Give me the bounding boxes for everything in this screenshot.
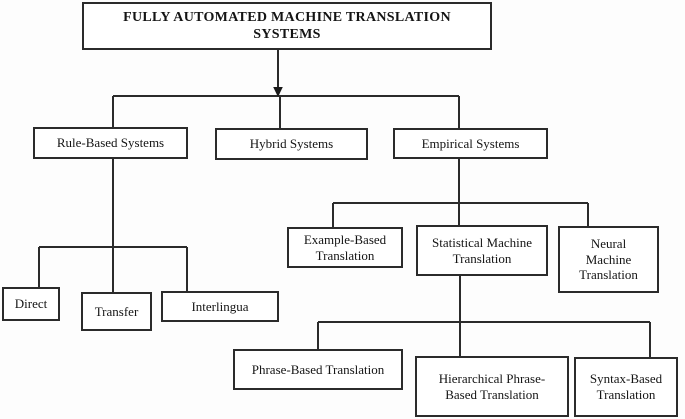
- node-label: Syntax-Based Translation: [589, 371, 663, 402]
- node-label: Hybrid Systems: [249, 136, 334, 152]
- node-rule-based-systems: Rule-Based Systems: [33, 127, 188, 159]
- node-empirical-systems: Empirical Systems: [393, 128, 548, 159]
- node-interlingua: Interlingua: [161, 291, 279, 322]
- node-transfer: Transfer: [81, 292, 152, 331]
- node-label: Hierarchical Phrase-Based Translation: [438, 370, 546, 402]
- node-label: Phrase-Based Translation: [251, 361, 385, 377]
- connector-rule-based-children: [38, 159, 188, 292]
- node-statistical-machine-translation: Statistical Machine Translation: [416, 225, 548, 276]
- node-example-based-translation: Example-Based Translation: [287, 227, 403, 268]
- node-syntax-based-translation: Syntax-Based Translation: [574, 357, 678, 417]
- node-label: Transfer: [94, 303, 139, 319]
- node-direct: Direct: [2, 287, 60, 321]
- node-label: FULLY AUTOMATED MACHINE TRANSLATION SYST…: [123, 9, 451, 42]
- node-hybrid-systems: Hybrid Systems: [215, 128, 368, 160]
- connector-statistical-children: [317, 276, 651, 357]
- node-label: Example-Based Translation: [303, 231, 387, 263]
- node-label: Rule-Based Systems: [56, 135, 165, 151]
- node-neural-machine-translation: Neural Machine Translation: [558, 226, 659, 293]
- node-phrase-based-translation: Phrase-Based Translation: [233, 349, 403, 390]
- node-fully-automated-machine-translation-systems: FULLY AUTOMATED MACHINE TRANSLATION SYST…: [82, 2, 492, 50]
- connector-empirical-children: [332, 159, 589, 227]
- node-label: Empirical Systems: [421, 135, 520, 151]
- arrowhead-down-icon: [273, 87, 283, 97]
- node-label: Interlingua: [191, 298, 249, 314]
- node-label: Direct: [14, 296, 48, 312]
- connector-level2-rake: [112, 95, 460, 128]
- node-hierarchical-phrase-based-translation: Hierarchical Phrase-Based Translation: [415, 356, 569, 417]
- node-label: Statistical Machine Translation: [431, 234, 532, 266]
- node-label: Neural Machine Translation: [579, 235, 638, 283]
